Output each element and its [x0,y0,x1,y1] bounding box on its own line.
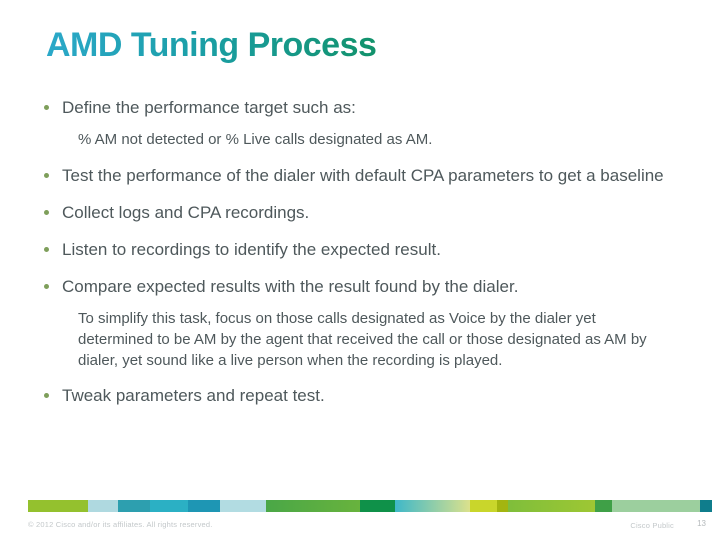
footer-classification: Cisco Public [630,521,674,530]
sub-bullet-text: To simplify this task, focus on those ca… [78,310,647,369]
color-bar-segment [395,500,470,512]
color-bar-segment [497,500,508,512]
color-bar-segment [220,500,266,512]
bullet-dot-icon [44,210,49,215]
bullet-item: Test the performance of the dialer with … [44,164,684,188]
color-bar-segment [88,500,118,512]
bullet-dot-icon [44,393,49,398]
bullet-text: Compare expected results with the result… [62,277,519,296]
bullet-text: Collect logs and CPA recordings. [62,203,310,222]
color-bar-segment [508,500,595,512]
bullet-item: Compare expected results with the result… [44,275,684,299]
bullet-item: Listen to recordings to identify the exp… [44,238,684,262]
footer-page-number: 13 [697,519,706,528]
color-bar-segment [360,500,395,512]
sub-bullet-item: % AM not detected or % Live calls design… [44,129,684,150]
color-bar-segment [28,500,88,512]
bullet-item: Tweak parameters and repeat test. [44,384,684,408]
bullet-text: Define the performance target such as: [62,98,356,117]
bullet-text: Listen to recordings to identify the exp… [62,240,441,259]
color-bar-segment [470,500,497,512]
bullet-text: Tweak parameters and repeat test. [62,386,325,405]
color-bar-segment [188,500,220,512]
footer-color-bar [28,500,712,512]
bullet-item: Define the performance target such as: [44,96,684,120]
bullet-text: Test the performance of the dialer with … [62,166,664,185]
slide-body: Define the performance target such as: %… [44,92,684,408]
bullet-dot-icon [44,173,49,178]
sub-bullet-text: % AM not detected or % Live calls design… [78,131,433,148]
bullet-dot-icon [44,284,49,289]
color-bar-segment [595,500,612,512]
bullet-dot-icon [44,247,49,252]
footer-copyright: © 2012 Cisco and/or its affiliates. All … [28,520,213,529]
color-bar-segment [118,500,150,512]
color-bar-segment [700,500,712,512]
sub-bullet-item: To simplify this task, focus on those ca… [44,308,684,371]
slide-title: AMD Tuning Process [46,26,377,64]
color-bar-segment [266,500,360,512]
bullet-item: Collect logs and CPA recordings. [44,201,684,225]
bullet-dot-icon [44,105,49,110]
color-bar-segment [150,500,188,512]
color-bar-segment [612,500,700,512]
